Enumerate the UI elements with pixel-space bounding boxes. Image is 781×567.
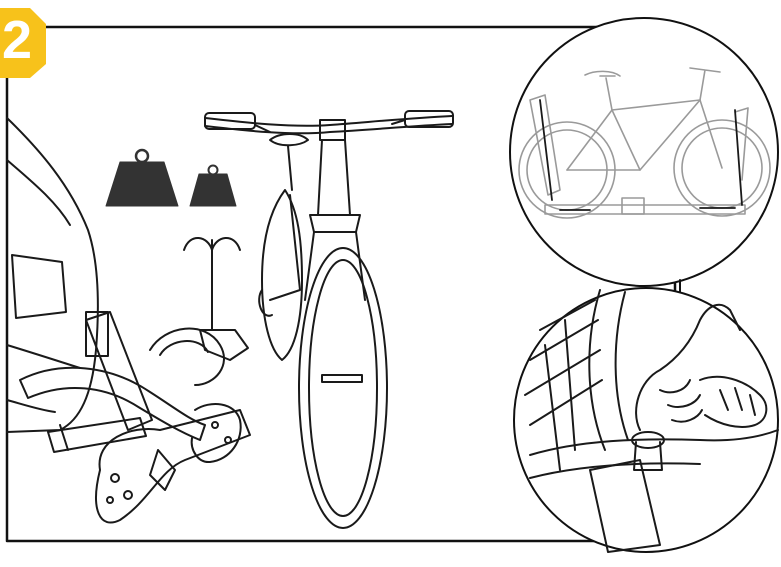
detail-inset-bike-on-rack [510, 18, 778, 286]
step-number: 2 [0, 10, 34, 70]
detail-inset-clamp-tightening [514, 288, 778, 552]
